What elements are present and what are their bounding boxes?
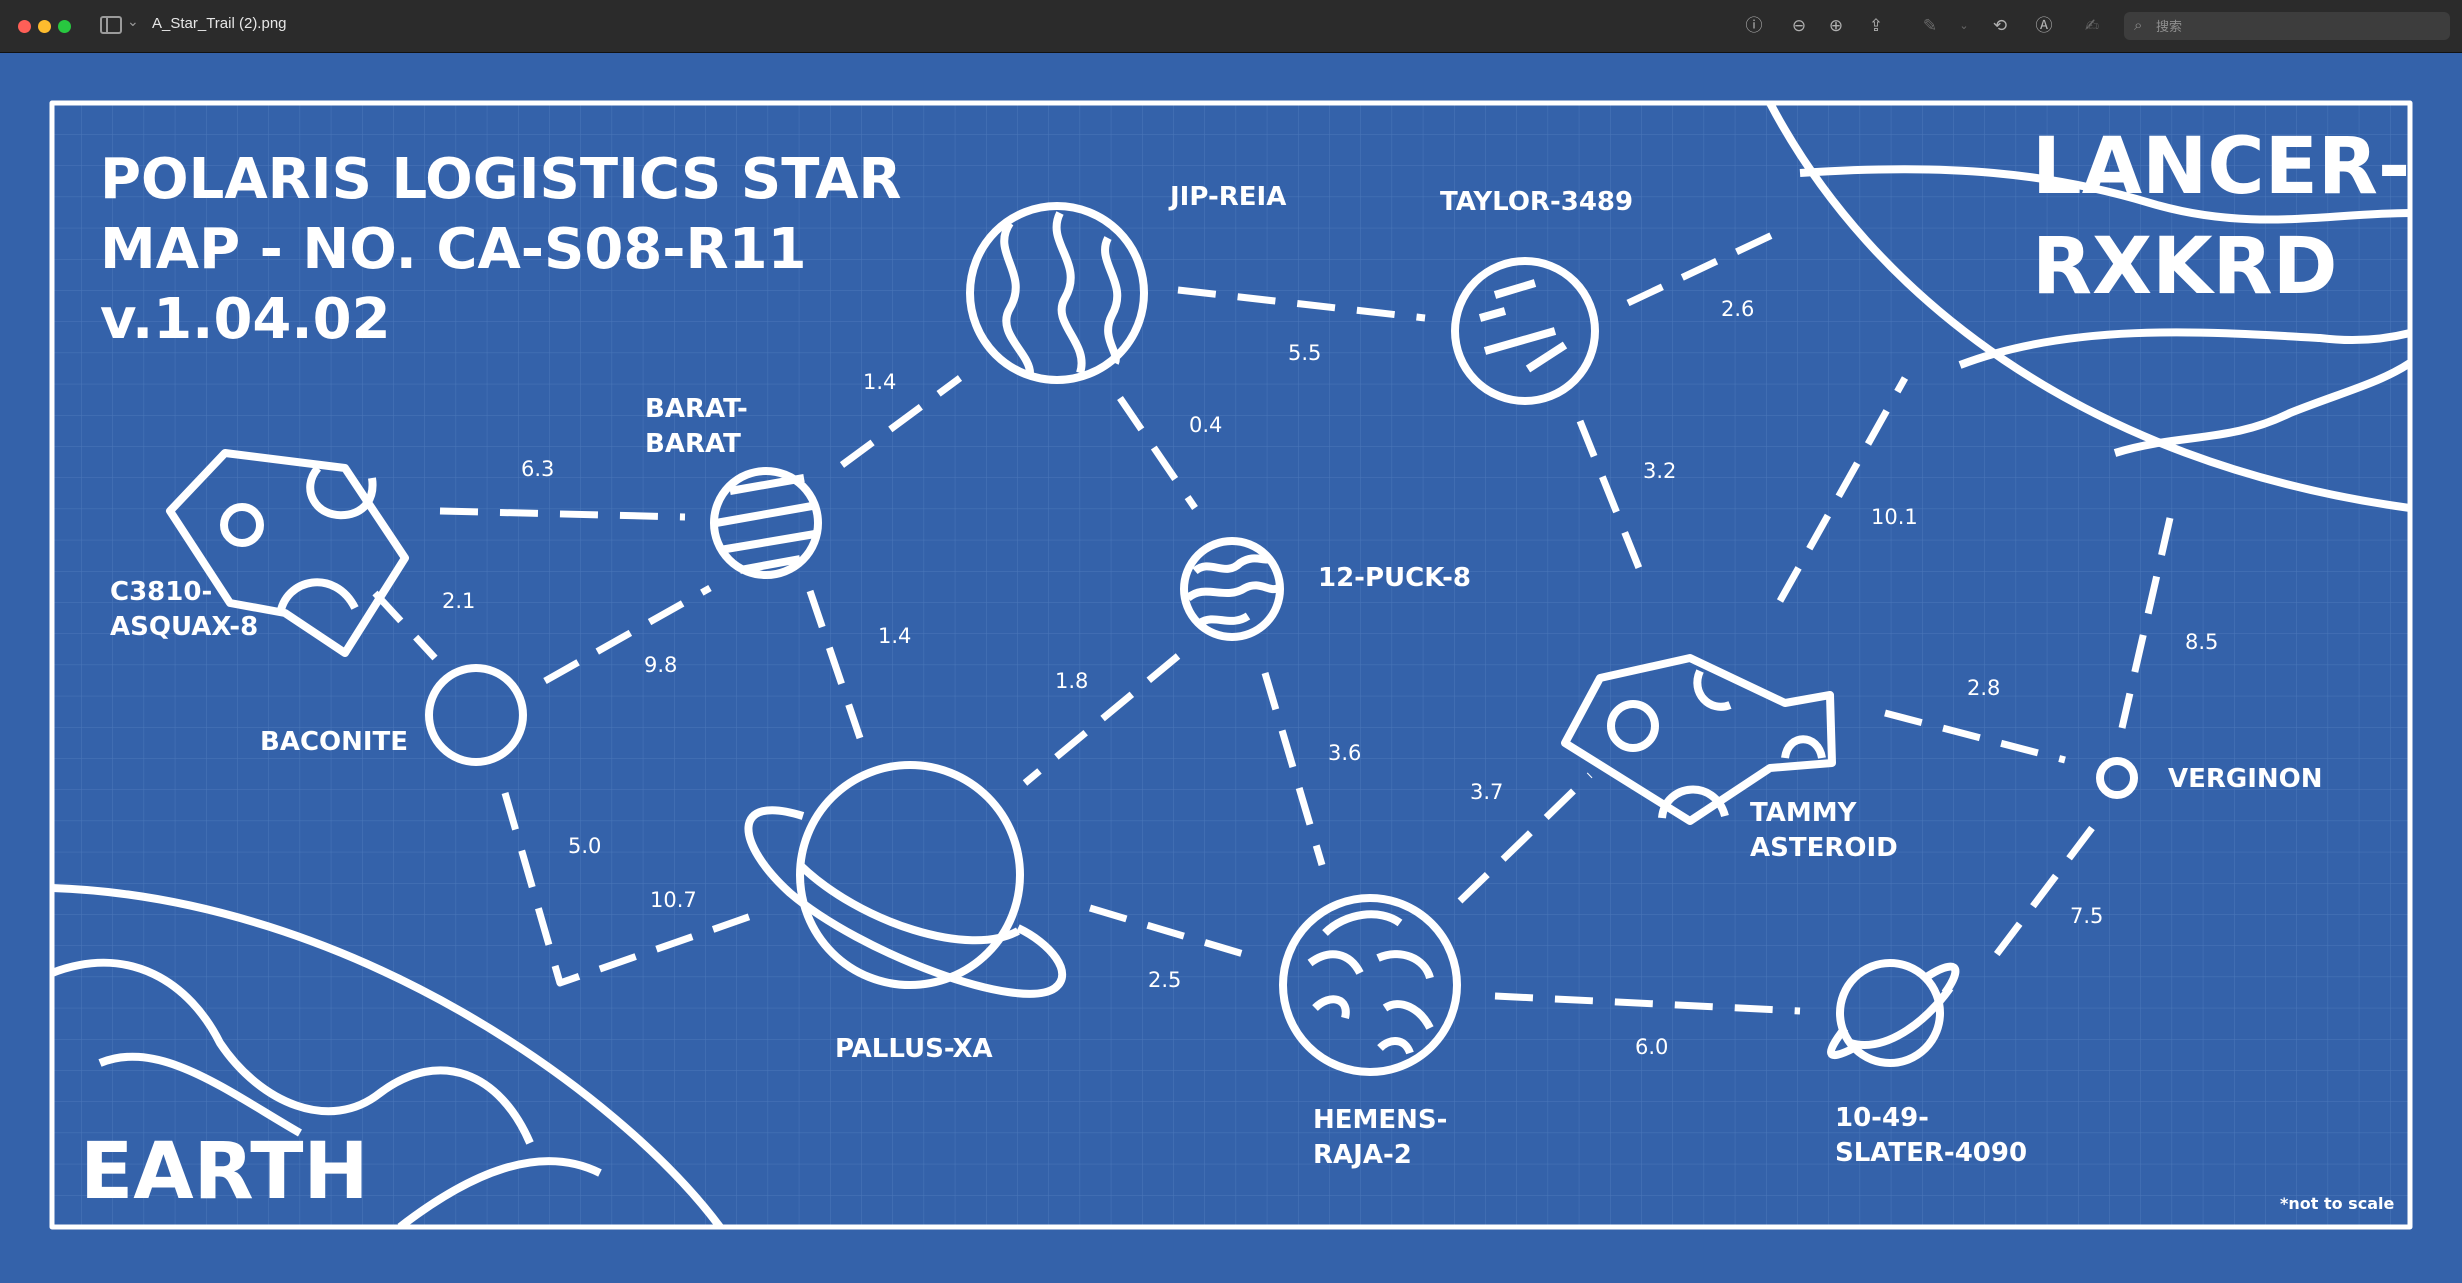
jip-reia-label: JIP-REIA (1168, 182, 1286, 212)
sidebar-toggle-icon[interactable] (100, 16, 122, 34)
star-map-image: POLARIS LOGISTICS STAR MAP - NO. CA-S08-… (0, 53, 2462, 1283)
distance-label: 2.8 (1967, 676, 2000, 700)
distance-label: 5.0 (568, 834, 601, 858)
map-title-line-2: MAP - NO. CA-S08-R11 (100, 217, 807, 282)
barat-label-line-1: BARAT- (645, 394, 748, 424)
distance-label: 8.5 (2185, 630, 2218, 654)
distance-label: 1.4 (878, 624, 911, 648)
pallus-xa-planet (744, 761, 1066, 998)
zoom-out-icon[interactable]: ⊖ (1791, 16, 1807, 36)
distance-label: 0.4 (1189, 413, 1222, 437)
distance-label: 2.5 (1148, 968, 1181, 992)
c3810-label-line-2: ASQUAX-8 (110, 612, 258, 642)
barat-label-line-2: BARAT (645, 429, 741, 459)
zoom-window-button[interactable] (58, 20, 71, 33)
pallus-label: PALLUS-XA (835, 1034, 993, 1064)
distance-label: 7.5 (2070, 904, 2103, 928)
route-lines (372, 225, 2174, 1015)
lancer-label-line-2: RXKRD (2032, 222, 2337, 312)
verginon-planet (2096, 757, 2138, 799)
verginon-label: VERGINON (2168, 764, 2323, 794)
distance-label: 3.6 (1328, 741, 1361, 765)
signature-icon[interactable]: ✍ (2084, 16, 2100, 36)
distance-label: 1.8 (1055, 669, 1088, 693)
tammy-label-line-1: TAMMY (1750, 798, 1858, 828)
lancer-label-line-1: LANCER- (2032, 122, 2410, 212)
share-icon[interactable]: ⇪ (1868, 16, 1884, 36)
jip-reia-planet (966, 202, 1148, 384)
rotate-icon[interactable]: ⟲ (1992, 16, 2008, 36)
tammy-label-line-2: ASTEROID (1750, 833, 1898, 863)
distance-label: 3.2 (1643, 459, 1676, 483)
distance-label: 10.1 (1871, 505, 1918, 529)
barat-barat-planet (710, 467, 822, 579)
window-title: A_Star_Trail (2).png (152, 15, 287, 32)
earth-planet-drawing (52, 884, 724, 1227)
annotate-icon[interactable]: Ⓐ (2035, 16, 2053, 36)
puck-label: 12-PUCK-8 (1318, 563, 1471, 593)
distance-label: 2.6 (1721, 297, 1754, 321)
earth-label: EARTH (80, 1127, 369, 1217)
map-frame (49, 100, 2413, 1230)
hemens-raja-2-planet (1279, 894, 1461, 1076)
slater-label-line-1: 10-49- (1835, 1103, 1929, 1133)
slater-label-line-2: SLATER-4090 (1835, 1138, 2027, 1168)
hemens-label-line-2: RAJA-2 (1313, 1140, 1412, 1170)
hemens-label-line-1: HEMENS- (1313, 1105, 1447, 1135)
taylor-label: TAYLOR-3489 (1440, 187, 1633, 217)
taylor-3489-planet (1451, 257, 1599, 405)
window-titlebar: ⌄ A_Star_Trail (2).png ⓘ ⊖ ⊕ ⇪ ✎ ⌄ ⟲ Ⓐ ✍… (0, 0, 2462, 53)
search-input[interactable] (2154, 12, 2438, 42)
distance-label: 2.1 (442, 589, 475, 613)
lancer-rxkrd-planet-drawing (1766, 103, 2410, 512)
zoom-in-icon[interactable]: ⊕ (1828, 16, 1844, 36)
distance-label: 9.8 (644, 653, 677, 677)
minimize-window-button[interactable] (38, 20, 51, 33)
distance-label: 5.5 (1288, 341, 1321, 365)
10-49-slater-4090-planet (1827, 959, 1960, 1067)
chevron-down-icon[interactable]: ⌄ (1959, 19, 1969, 32)
baconite-label: BACONITE (260, 727, 408, 757)
markup-pen-icon[interactable]: ✎ (1922, 16, 1938, 36)
search-field[interactable]: ⌕ (2124, 12, 2450, 42)
distance-label: 3.7 (1470, 780, 1503, 804)
chevron-down-icon[interactable]: ⌄ (127, 14, 139, 30)
tammy-asteroid (1561, 654, 1836, 825)
map-title-line-1: POLARIS LOGISTICS STAR (100, 147, 902, 212)
baconite-planet (425, 664, 527, 766)
close-window-button[interactable] (18, 20, 31, 33)
info-icon[interactable]: ⓘ (1745, 16, 1763, 36)
c3810-asquax-8-asteroid (166, 449, 409, 657)
distance-label: 6.0 (1635, 1035, 1668, 1059)
not-to-scale-note: *not to scale (2280, 1194, 2394, 1213)
map-title-line-3: v.1.04.02 (100, 287, 391, 352)
c3810-label-line-1: C3810- (110, 577, 212, 607)
search-icon: ⌕ (2134, 16, 2143, 34)
distance-label: 10.7 (650, 888, 697, 912)
distance-label: 6.3 (521, 457, 554, 481)
12-puck-8-planet (1180, 537, 1284, 641)
distance-label: 1.4 (863, 370, 896, 394)
